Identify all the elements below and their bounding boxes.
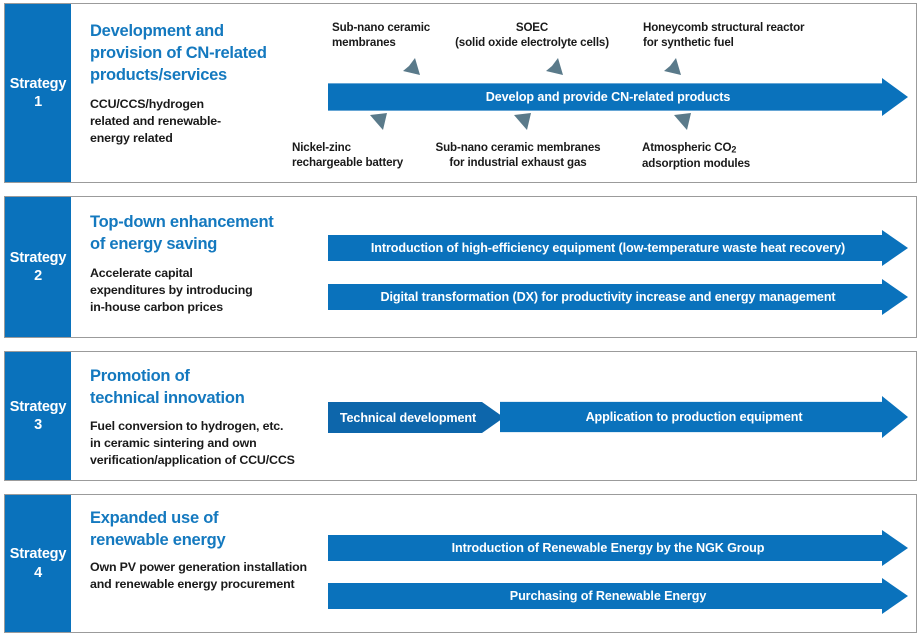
arrow-application-production-equipment: Application to production equipment <box>500 396 908 438</box>
strategy-4-subtitle: Own PV power generation installation and… <box>90 559 342 593</box>
strategy-2-title: Top-down enhancement of energy saving <box>90 211 330 255</box>
strategy-1-subtitle: CCU/CCS/hydrogen related and renewable- … <box>90 96 330 147</box>
strategy-4-title: Expanded use of renewable energy <box>90 507 342 551</box>
strategy-panel-1: Strategy 1 Development and provision of … <box>4 3 917 183</box>
strategy-3-title: Promotion of technical innovation <box>90 365 340 409</box>
title-line: Expanded use of <box>90 509 219 527</box>
strategy-3-text-block: Promotion of technical innovation Fuel c… <box>90 365 340 469</box>
strategy-tab-2: Strategy 2 <box>5 197 71 337</box>
subtitle-line: Accelerate capital <box>90 266 193 281</box>
strategy-tab-label: Strategy <box>9 546 67 563</box>
title-line: Development and <box>90 22 224 40</box>
strategy-tab-label: Strategy <box>9 75 67 92</box>
callout-line: adsorption modules <box>642 157 751 171</box>
strategy-tab-label: Strategy <box>9 249 67 266</box>
arrow-purchasing-renewable-energy: Purchasing of Renewable Energy <box>328 578 908 614</box>
arrow-down-right-icon <box>389 48 423 83</box>
title-line: technical innovation <box>90 389 245 408</box>
arrow-label: Introduction of Renewable Energy by the … <box>451 541 765 555</box>
subtitle-line: CCU/CCS/hydrogen <box>90 97 204 112</box>
arrow-label: Purchasing of Renewable Energy <box>509 589 707 603</box>
strategy-tab-3: Strategy 3 <box>5 352 71 480</box>
callout-soec: SOEC (solid oxide electrolyte cells) <box>447 20 617 51</box>
title-line: renewable energy <box>90 531 226 550</box>
title-line: provision of CN-related <box>90 44 267 63</box>
strategy-tab-1: Strategy 1 <box>5 4 71 182</box>
strategy-tab-label: Strategy <box>9 398 67 415</box>
subtitle-line: and renewable energy procurement <box>90 577 295 592</box>
arrow-label: Develop and provide CN-related products <box>485 90 731 104</box>
strategy-panel-2: Strategy 2 Top-down enhancement of energ… <box>4 196 917 338</box>
arrow-technical-development: Technical development <box>328 402 504 433</box>
subtitle-line: Fuel conversion to hydrogen, etc. <box>90 419 284 434</box>
strategy-tab-number: 4 <box>34 564 42 581</box>
callout-line: Honeycomb structural reactor <box>643 21 805 34</box>
arrow-down-right-icon <box>532 48 566 83</box>
arrow-digital-transformation: Digital transformation (DX) for producti… <box>328 279 908 315</box>
callout-sub-nano-membranes-exhaust-gas: Sub-nano ceramic membranes for industria… <box>423 140 613 171</box>
subtitle-line: verification/application of CCU/CCS <box>90 453 295 468</box>
strategy-panel-3: Strategy 3 Promotion of technical innova… <box>4 351 917 481</box>
callout-sub-nano-ceramic-membranes: Sub-nano ceramic membranes <box>332 20 430 51</box>
callout-line: Sub-nano ceramic <box>332 21 431 34</box>
subtitle-line: in-house carbon prices <box>90 300 224 315</box>
callout-line: SOEC <box>515 21 549 34</box>
title-line: Top-down enhancement <box>90 213 274 231</box>
callout-line: Sub-nano ceramic membranes <box>435 141 601 154</box>
strategy-tab-number: 3 <box>34 417 42 433</box>
callout-atmospheric-co2-adsorption: Atmospheric CO2 adsorption modules <box>642 140 750 172</box>
arrow-down-right-icon <box>650 48 684 83</box>
arrow-label: Application to production equipment <box>585 410 803 424</box>
strategy-1-text-block: Development and provision of CN-related … <box>90 20 330 147</box>
arrow-label: Introduction of high-efficiency equipmen… <box>370 241 846 255</box>
strategy-2-text-block: Top-down enhancement of energy saving Ac… <box>90 211 330 316</box>
strategy-2-subtitle: Accelerate capital expenditures by intro… <box>90 265 330 316</box>
arrow-label: Digital transformation (DX) for producti… <box>380 290 836 304</box>
callout-line: Nickel-zinc <box>292 141 351 154</box>
strategy-panel-4: Strategy 4 Expanded use of renewable ene… <box>4 494 917 633</box>
callout-honeycomb-structural-reactor: Honeycomb structural reactor for synthet… <box>643 20 805 51</box>
callout-line: membranes <box>332 36 396 50</box>
callout-line: for synthetic fuel <box>643 36 734 50</box>
arrow-introduction-renewable-energy-ngk: Introduction of Renewable Energy by the … <box>328 530 908 566</box>
subtitle-line: expenditures by introducing <box>90 283 253 298</box>
arrow-label: Technical development <box>339 410 477 425</box>
title-line: Promotion of <box>90 367 190 385</box>
arrow-up-right-icon <box>500 111 534 146</box>
arrow-up-right-icon <box>660 111 694 146</box>
strategy-3-subtitle: Fuel conversion to hydrogen, etc. in cer… <box>90 418 340 469</box>
strategy-tab-4: Strategy 4 <box>5 495 71 632</box>
subtitle-line: Own PV power generation installation <box>90 560 307 575</box>
arrow-high-efficiency-equipment: Introduction of high-efficiency equipmen… <box>328 230 908 266</box>
callout-line: rechargeable battery <box>292 156 404 170</box>
title-line: products/services <box>90 66 227 85</box>
arrow-develop-provide-cn-products: Develop and provide CN-related products <box>328 78 908 116</box>
strategy-tab-number: 1 <box>34 94 42 110</box>
strategy-4-text-block: Expanded use of renewable energy Own PV … <box>90 507 342 593</box>
strategy-tab-number: 2 <box>34 268 42 284</box>
callout-line: Atmospheric CO <box>642 141 732 154</box>
callout-subscript: 2 <box>731 144 737 155</box>
callout-line: for industrial exhaust gas <box>449 156 587 170</box>
arrow-up-right-icon <box>356 111 390 146</box>
callout-line: (solid oxide electrolyte cells) <box>455 36 609 50</box>
title-line: of energy saving <box>90 235 218 254</box>
subtitle-line: related and renewable- <box>90 114 221 129</box>
callout-nickel-zinc-battery: Nickel-zinc rechargeable battery <box>292 140 403 171</box>
subtitle-line: in ceramic sintering and own <box>90 436 257 451</box>
strategy-1-title: Development and provision of CN-related … <box>90 20 330 86</box>
subtitle-line: energy related <box>90 131 173 146</box>
